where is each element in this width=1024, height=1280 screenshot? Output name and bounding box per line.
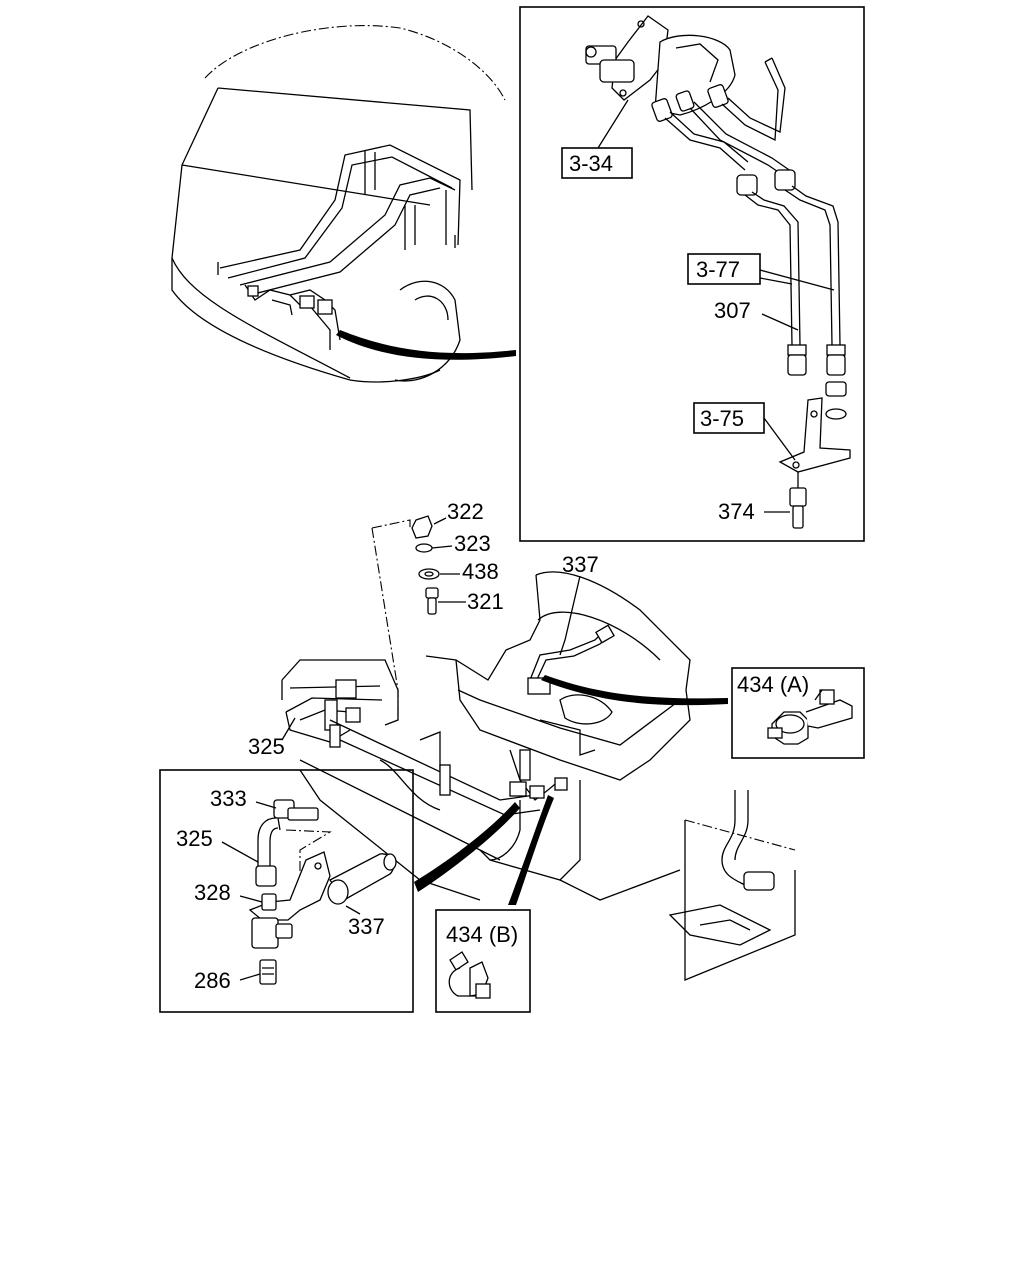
clip-434b: [448, 951, 491, 999]
junction-inset-frame: [159, 769, 414, 1013]
chassis-illustration: [281, 519, 796, 981]
part-337-inset-label: 337: [348, 914, 385, 939]
part-333-label: 333: [210, 786, 247, 811]
clip-434b-inset-frame: [435, 909, 531, 1013]
part-434a-label: 434 (A): [737, 672, 809, 697]
tank-to-clip-a-leader: [541, 675, 728, 706]
cab-to-inset-leader: [336, 330, 516, 360]
clip-434a-inset-frame: [731, 667, 865, 759]
part-286-label: 286: [194, 968, 231, 993]
ref-3-34-label: 3-34: [569, 151, 613, 176]
part-374-label: 374: [718, 499, 755, 524]
part-322-label: 322: [447, 499, 484, 524]
brake-unit-inset-frame: [519, 6, 865, 542]
part-434b-label: 434 (B): [446, 922, 518, 947]
clip-434a: [767, 689, 853, 745]
ref-3-77-label: 3-77: [696, 257, 740, 282]
part-337-top-label: 337: [562, 552, 599, 577]
part-325-main-label: 325: [248, 734, 285, 759]
ref-3-75-label: 3-75: [700, 406, 744, 431]
part-307-label: 307: [714, 298, 751, 323]
ref-box-3-34: [561, 147, 633, 179]
part-328-label: 328: [194, 880, 231, 905]
part-321-label: 321: [467, 589, 504, 614]
brake-master-cylinder: [585, 15, 851, 529]
fastener-stack: [411, 515, 440, 615]
part-438-label: 438: [462, 559, 499, 584]
tank-to-inset-leader: [414, 802, 520, 892]
junction-assembly: [248, 799, 397, 985]
truck-cab-illustration: [171, 25, 506, 383]
part-325-inset-label: 325: [176, 826, 213, 851]
ref-box-3-77: [687, 253, 761, 285]
part-323-label: 323: [454, 531, 491, 556]
tank-to-clip-b-leader: [508, 795, 554, 905]
